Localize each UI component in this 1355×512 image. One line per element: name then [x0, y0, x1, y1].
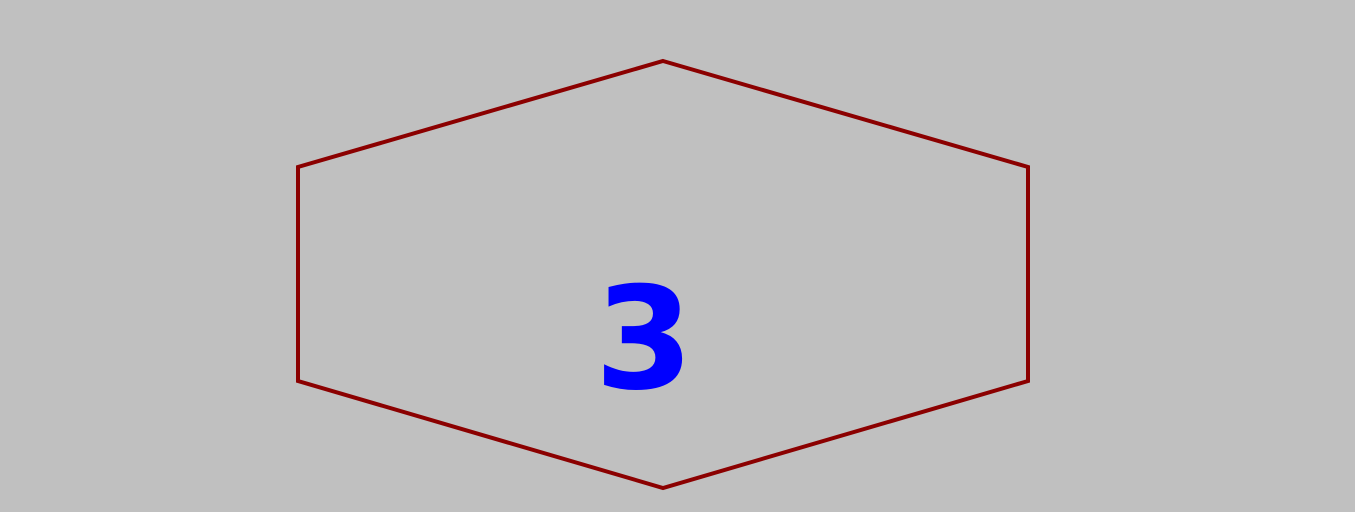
- hexagon-outline: [296, 58, 1030, 491]
- number-label: 3: [595, 257, 694, 422]
